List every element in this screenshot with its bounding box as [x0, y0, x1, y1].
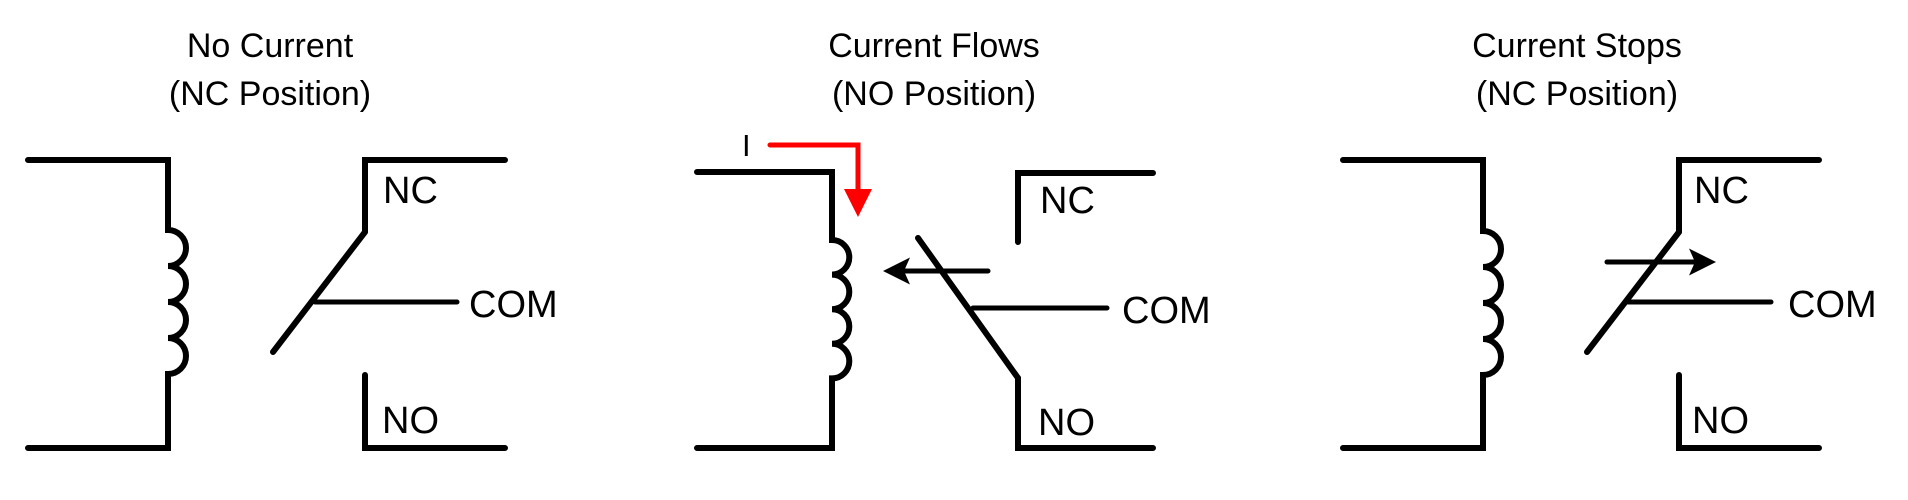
relay-switch: [1584, 157, 1822, 451]
nc-terminal-label: NC: [383, 170, 438, 212]
current-arrow-shaft: [767, 142, 861, 195]
no-contact: [1676, 372, 1822, 451]
armature-blade: [1584, 229, 1682, 355]
panel-subtitle: (NO Position): [832, 75, 1036, 113]
com-terminal-label: COM: [1122, 290, 1211, 332]
coil-winding: [694, 169, 853, 451]
nc-contact: [1015, 170, 1156, 245]
panel-title: No Current: [187, 27, 354, 65]
nc-terminal-label: NC: [1040, 180, 1095, 222]
panel-no-current: No Current (NC Position) NC COM NO: [25, 27, 558, 451]
relay-coil: [694, 169, 853, 451]
nc-contact: [1676, 157, 1822, 235]
panel-current-flows: Current Flows (NO Position) I NC COM NO: [694, 27, 1211, 451]
nc-contact: [362, 157, 508, 235]
current-flow-arrow: [767, 142, 872, 217]
current-arrow-head: [844, 189, 872, 217]
no-terminal-label: NO: [1692, 400, 1749, 442]
panel-current-stops: Current Stops (NC Position) NC COM NO: [1340, 27, 1877, 451]
relay-switch: [915, 170, 1156, 451]
panel-title: Current Flows: [828, 27, 1040, 65]
panel-subtitle: (NC Position): [1476, 75, 1678, 113]
no-contact: [915, 235, 1156, 451]
relay-switch: [270, 157, 508, 451]
panel-subtitle: (NC Position): [169, 75, 371, 113]
nc-terminal-label: NC: [1694, 170, 1749, 212]
relay-coil: [25, 157, 189, 451]
no-terminal-label: NO: [1038, 402, 1095, 444]
armature-motion-arrow-head: [883, 257, 910, 285]
armature-motion-arrow-head: [1689, 248, 1716, 276]
relay-coil: [1340, 157, 1504, 451]
com-terminal-label: COM: [469, 284, 558, 326]
com-terminal-label: COM: [1788, 284, 1877, 326]
armature-motion-arrow: [1604, 248, 1716, 276]
no-terminal-label: NO: [382, 400, 439, 442]
current-symbol-label: I: [742, 128, 751, 163]
coil-winding: [25, 157, 189, 451]
panel-title: Current Stops: [1472, 27, 1682, 65]
armature-blade: [270, 229, 368, 355]
armature-motion-arrow: [883, 257, 991, 285]
no-contact: [362, 372, 508, 451]
coil-winding: [1340, 157, 1504, 451]
